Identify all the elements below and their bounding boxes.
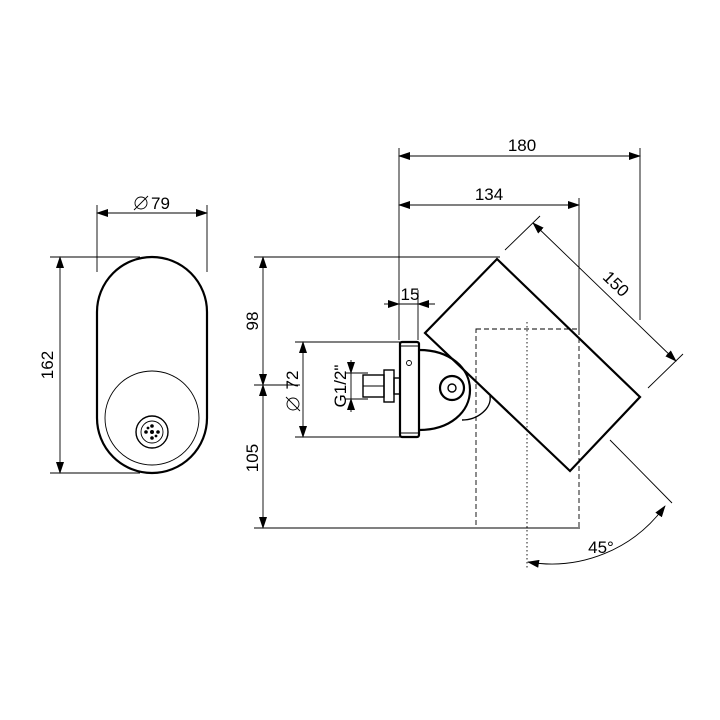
dim-plate-15: 15 bbox=[384, 285, 435, 340]
dim-head-150: 150 bbox=[504, 215, 684, 389]
diameter-icon bbox=[285, 396, 301, 412]
dim-label-180: 180 bbox=[508, 136, 536, 155]
dim-label-72: 72 bbox=[283, 371, 302, 390]
dim-width-180: 180 bbox=[398, 136, 641, 160]
dim-diameter-79: 79 bbox=[96, 194, 208, 272]
dim-width-134: 134 bbox=[398, 185, 580, 209]
dim-angle-45: 45° bbox=[527, 439, 673, 568]
pivot-joint bbox=[418, 348, 491, 432]
dim-diameter-72: 72 bbox=[283, 341, 404, 438]
front-view-cylinder bbox=[95, 255, 209, 475]
dim-label-15: 15 bbox=[401, 285, 420, 304]
dim-label-thread: G1/2" bbox=[331, 365, 350, 408]
dim-label-45: 45° bbox=[588, 538, 614, 557]
dim-label-79: 79 bbox=[151, 194, 170, 213]
dim-label-105: 105 bbox=[243, 444, 262, 472]
dim-height-162: 162 bbox=[38, 256, 140, 474]
dim-height-98-105: 98 105 bbox=[243, 256, 580, 529]
diameter-icon bbox=[133, 195, 149, 211]
nozzle-icon bbox=[135, 415, 169, 449]
head-ghost-position bbox=[475, 322, 580, 568]
dim-label-150: 150 bbox=[599, 267, 633, 300]
wall-plate bbox=[398, 340, 421, 439]
dim-label-162: 162 bbox=[38, 351, 57, 379]
rotated-head bbox=[423, 257, 642, 473]
thread-fitting bbox=[362, 369, 401, 403]
dim-label-134: 134 bbox=[475, 185, 503, 204]
dim-thread: G1/2" bbox=[331, 360, 368, 412]
dim-label-98: 98 bbox=[243, 312, 262, 331]
